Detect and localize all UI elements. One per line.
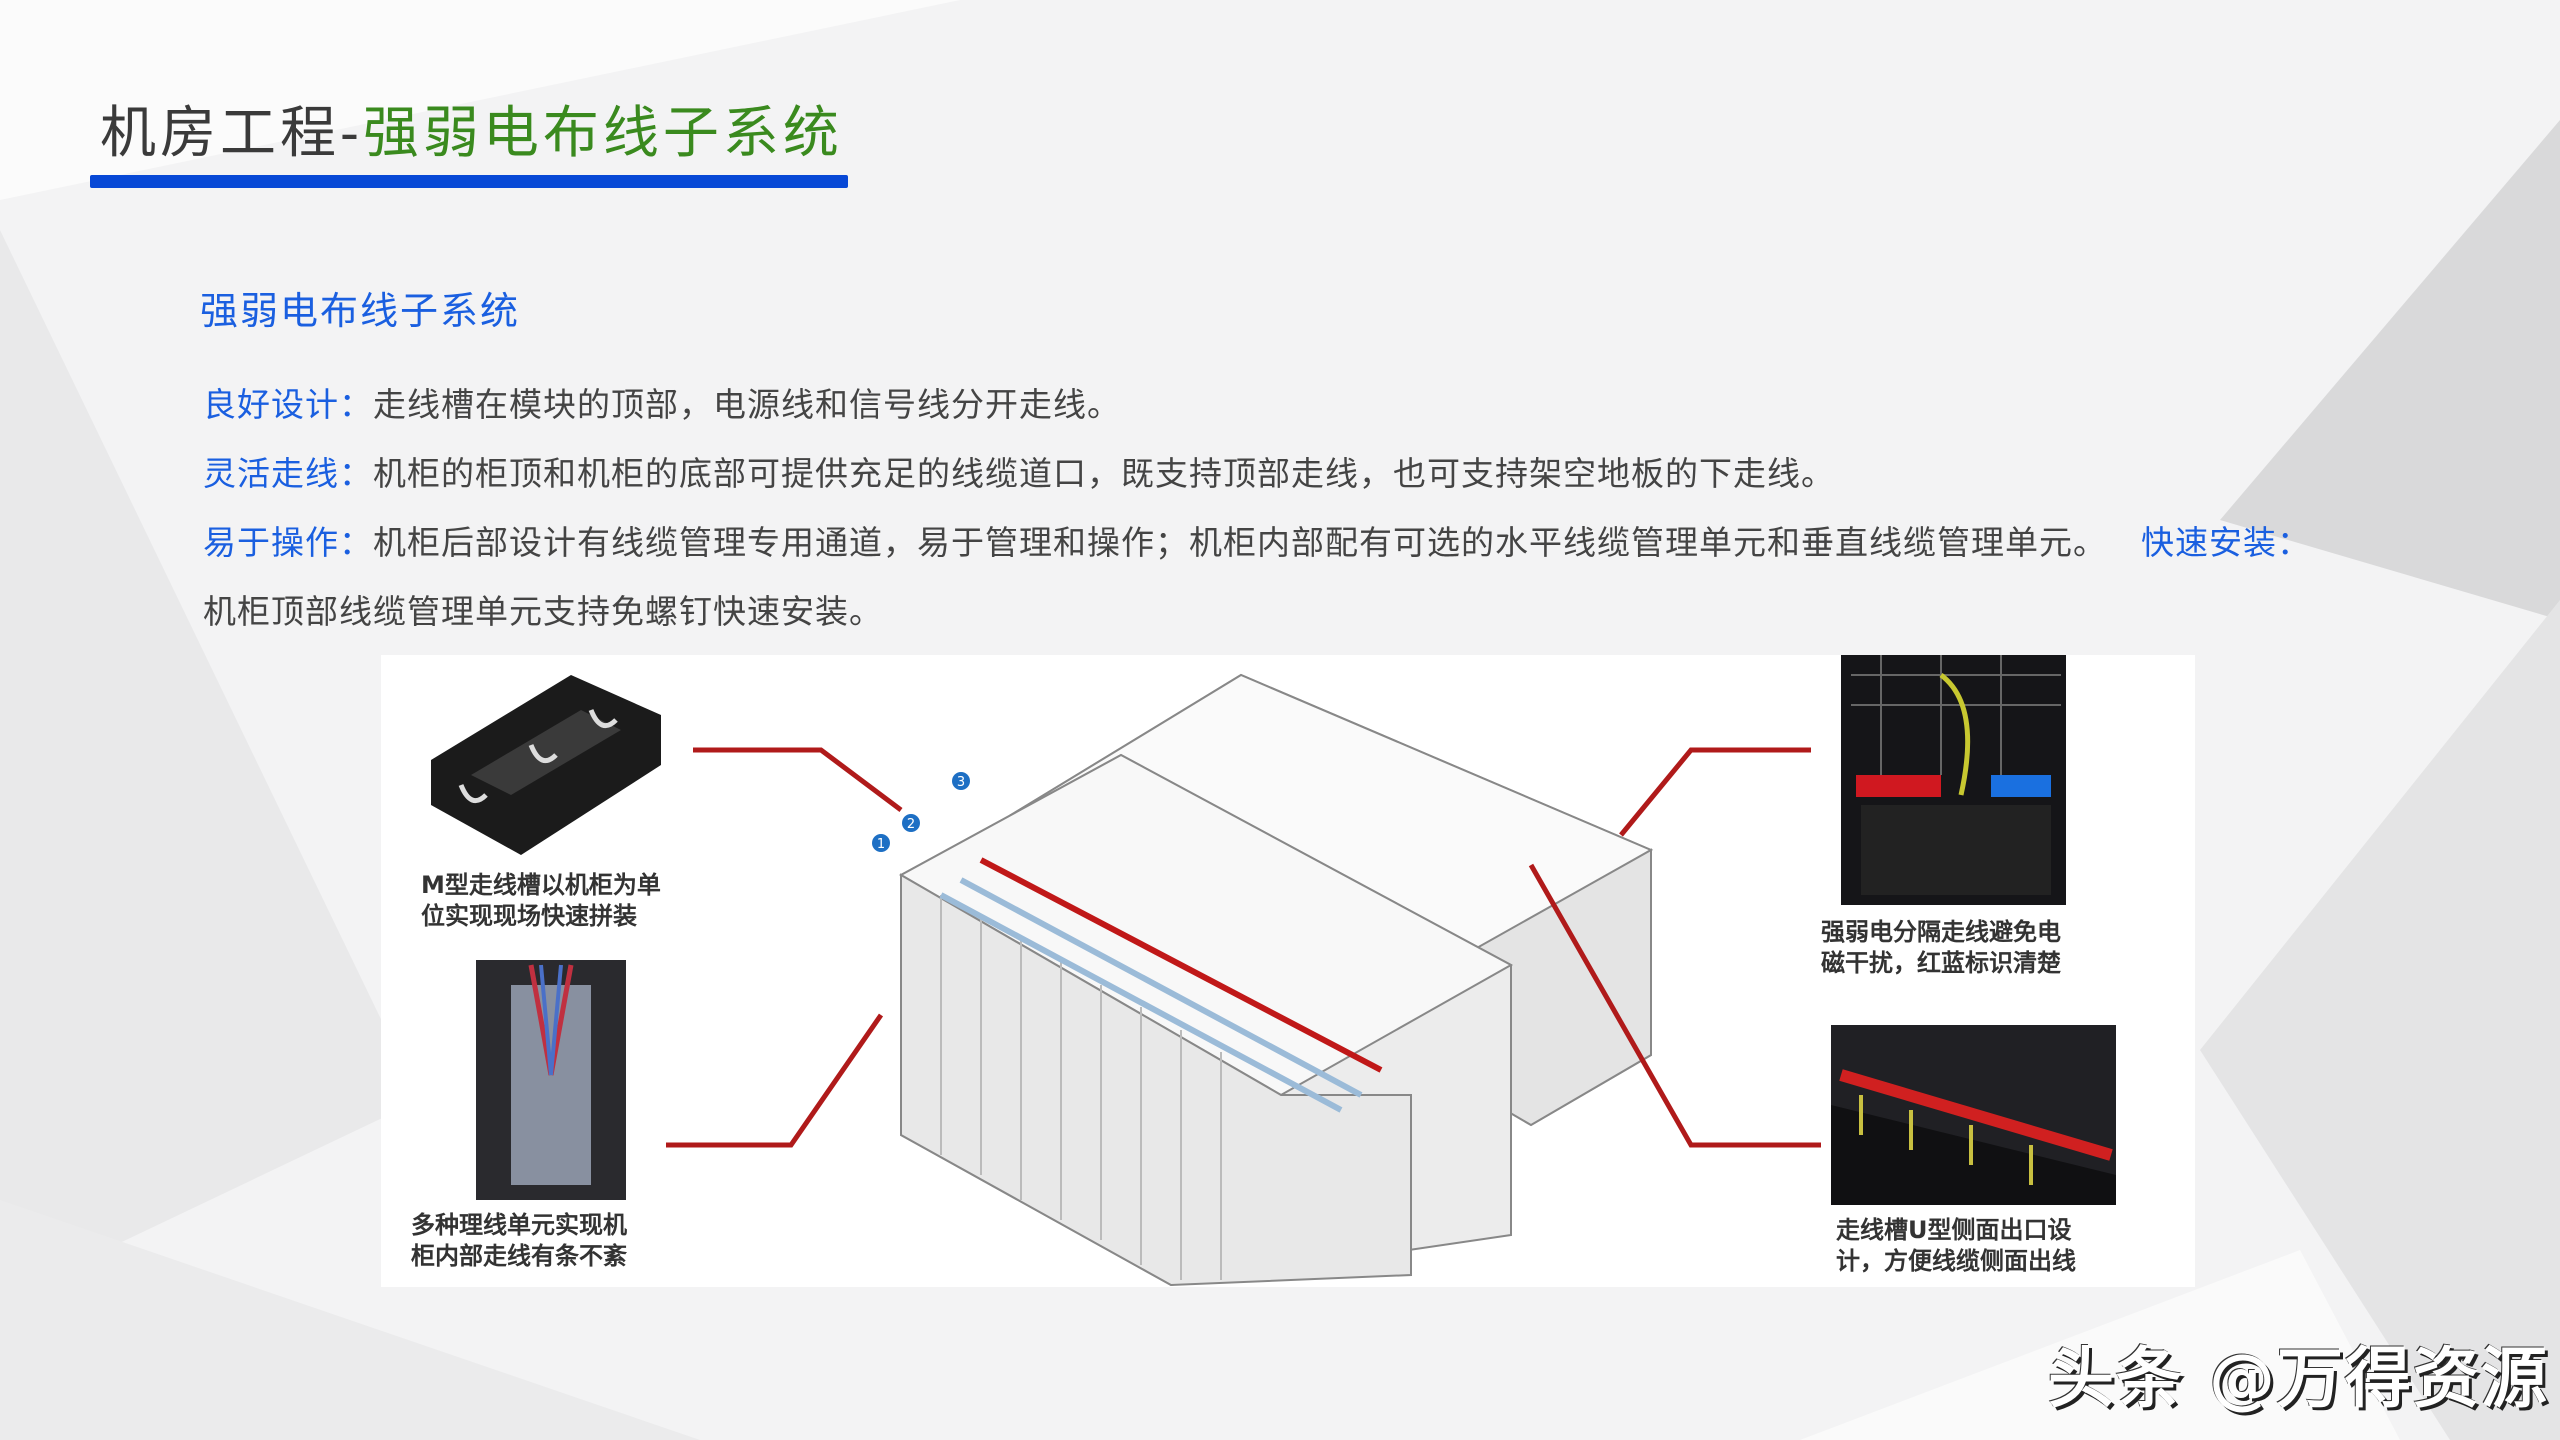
title-highlight: 强弱电布线子系统 xyxy=(362,101,843,166)
caption-line: 磁干扰，红蓝标识清楚 xyxy=(1821,949,2061,977)
item-routing: 灵活走线：机柜的柜顶和机柜的底部可提供充足的线缆道口，既支持顶部走线，也可支持架… xyxy=(203,439,2323,508)
item-text: 走线槽在模块的顶部，电源线和信号线分开走线。 xyxy=(373,385,1121,424)
cabinet-rows xyxy=(898,673,1654,1287)
cabinet-illustration: 1 2 3 xyxy=(431,655,2116,1287)
caption-cable-manager: 多种理线单元实现机柜内部走线有条不紊 xyxy=(411,1210,627,1272)
caption-line: 柜内部走线有条不紊 xyxy=(411,1242,627,1270)
leader-lines xyxy=(666,747,1821,1148)
power-tray-line xyxy=(979,857,1383,1073)
item-label: 快速安装： xyxy=(2141,523,2311,562)
cable-manager-photo xyxy=(476,960,626,1200)
section-body: 良好设计：走线槽在模块的顶部，电源线和信号线分开走线。 灵活走线：机柜的柜顶和机… xyxy=(203,370,2323,646)
caption-u-outlet: 走线槽U型侧面出口设计，方便线缆侧面出线 xyxy=(1836,1215,2076,1277)
item-text: 机柜后部设计有线缆管理专用通道，易于管理和操作；机柜内部配有可选的水平线缆管理单… xyxy=(373,523,2107,562)
callout-number: 2 xyxy=(907,817,915,832)
item-label: 良好设计： xyxy=(203,385,373,424)
callout-number: 1 xyxy=(877,837,885,852)
caption-line: M型走线槽以机柜为单 xyxy=(421,871,661,899)
title-underline xyxy=(90,175,848,188)
item-design: 良好设计：走线槽在模块的顶部，电源线和信号线分开走线。 xyxy=(203,370,2323,439)
item-label: 灵活走线： xyxy=(203,454,373,493)
separated-trays-photo xyxy=(1841,655,2066,905)
item-text: 机柜的柜顶和机柜的底部可提供充足的线缆道口，既支持顶部走线，也可支持架空地板的下… xyxy=(373,454,1835,493)
page-title: 机房工程-强弱电布线子系统 xyxy=(100,88,843,169)
caption-m-tray: M型走线槽以机柜为单位实现现场快速拼装 xyxy=(421,870,661,932)
title-prefix: 机房工程- xyxy=(100,101,363,166)
watermark: 头条 @万得资源 xyxy=(2048,1340,2549,1417)
callout-3: 3 xyxy=(952,772,970,790)
item-operation-install: 易于操作：机柜后部设计有线缆管理专用通道，易于管理和操作；机柜内部配有可选的水平… xyxy=(203,508,2323,646)
callout-1: 1 xyxy=(872,834,890,852)
cabinet-cabling-diagram: 1 2 3 M型走线槽以机柜为单位实现现场快速拼装 多种理线单元实现机柜内部走线… xyxy=(381,655,2195,1287)
callout-2: 2 xyxy=(902,814,920,832)
caption-line: 位实现现场快速拼装 xyxy=(421,902,637,930)
caption-line: 强弱电分隔走线避免电 xyxy=(1821,918,2061,946)
caption-line: 计，方便线缆侧面出线 xyxy=(1836,1247,2076,1275)
caption-separated-trays: 强弱电分隔走线避免电磁干扰，红蓝标识清楚 xyxy=(1821,917,2061,979)
item-label: 易于操作： xyxy=(203,523,373,562)
caption-line: 多种理线单元实现机 xyxy=(411,1211,627,1239)
u-outlet-tray-photo xyxy=(1831,1025,2116,1205)
section-heading: 强弱电布线子系统 xyxy=(200,289,521,333)
m-tray-photo xyxy=(431,675,661,855)
caption-line: 走线槽U型侧面出口设 xyxy=(1836,1216,2072,1244)
item-text: 机柜顶部线缆管理单元支持免螺钉快速安装。 xyxy=(203,592,883,631)
callout-number: 3 xyxy=(957,775,965,790)
